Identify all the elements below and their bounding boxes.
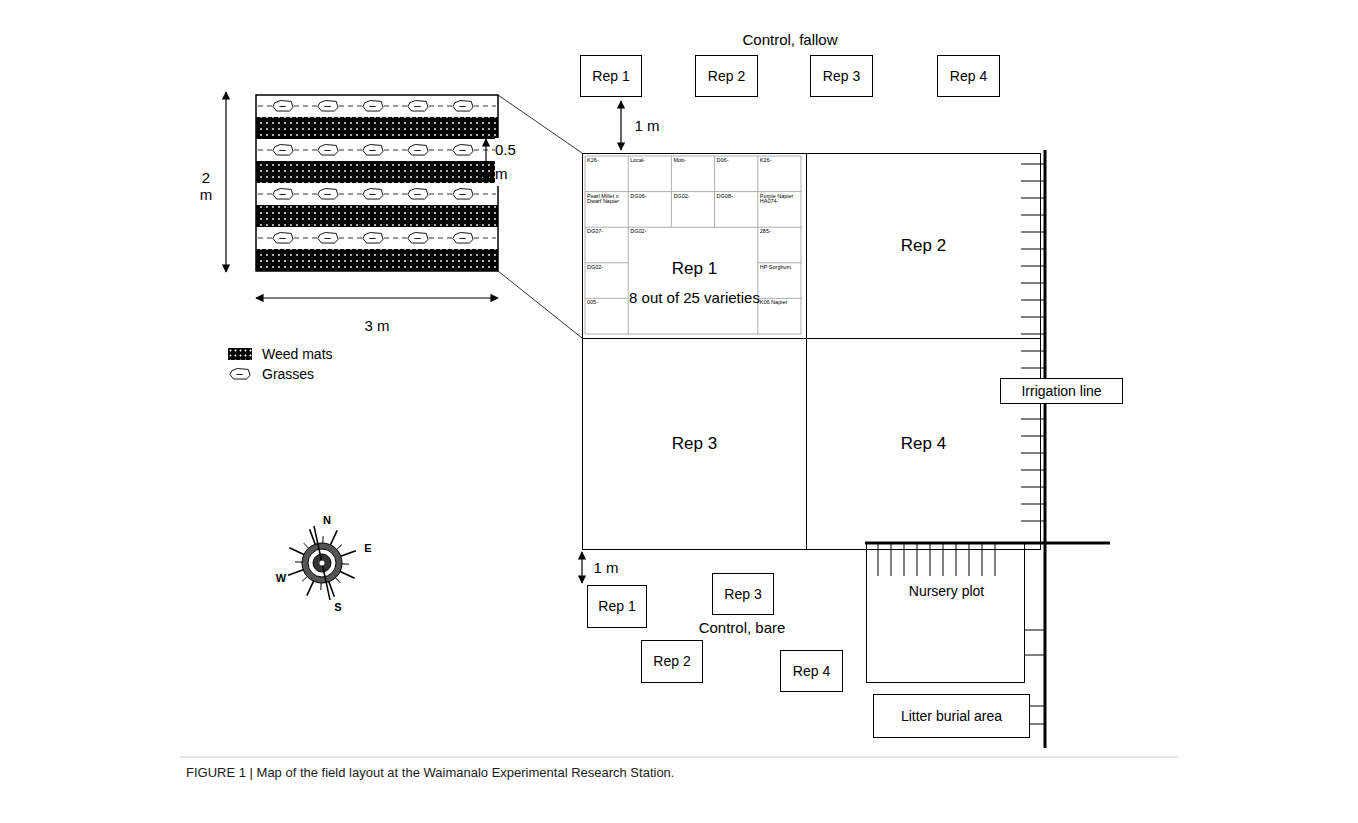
dimension-label: 2 m: [199, 170, 213, 203]
dimension-arrow: [485, 139, 486, 183]
compass-letter: N: [323, 514, 331, 526]
text-holder: Rep 1: [581, 56, 641, 96]
rep-label: Irrigation line: [1021, 383, 1101, 399]
legend-row: Grasses: [228, 366, 314, 382]
plot-box: Rep 3: [712, 573, 774, 615]
zoom-line: [498, 271, 582, 338]
dimension-label: 1 m: [593, 560, 618, 577]
variety-name: Pearl Millet x Dwarf Napier: [587, 194, 626, 206]
variety-name: DG02-: [587, 265, 626, 271]
variety-name: DG08-: [717, 194, 756, 200]
rep-label: Rep 4: [901, 434, 946, 454]
rep-label: Rep 3: [672, 434, 717, 454]
compass-letter: S: [334, 601, 341, 613]
rep-quadrant: Rep 1 8 out of 25 varieties: [582, 153, 807, 339]
text-holder: Rep 2: [696, 56, 757, 96]
text-holder: Litter burial area: [874, 695, 1029, 737]
dimension-label: 1 m: [634, 118, 659, 135]
legend-swatch: [228, 348, 252, 360]
text-holder: Rep 4: [938, 56, 999, 96]
rep-label: Litter burial area: [901, 708, 1002, 724]
legend-row: Weed mats: [228, 346, 333, 362]
text-holder: Rep 3: [713, 574, 773, 614]
note-text: 8 out of 25 varieties: [629, 289, 760, 306]
plot-box: Rep 4: [937, 55, 1000, 97]
dimension-arrow: [620, 101, 621, 150]
text-holder: Rep 1: [588, 586, 646, 627]
variety-grid: [585, 156, 801, 334]
variety-name: DG06-: [630, 194, 669, 200]
rep-quadrant: Rep 3: [582, 338, 807, 550]
legend-text: Weed mats: [262, 346, 333, 362]
variety-name: D06-: [717, 158, 756, 164]
dimension-arrow: [225, 92, 226, 272]
rep-label: Rep 4: [793, 663, 830, 679]
compass-rose: [288, 526, 356, 600]
plot-box: Rep 4: [780, 650, 843, 692]
variety-name: Mott-: [673, 158, 712, 164]
plot-box: Irrigation line: [1000, 378, 1123, 404]
rep-label: Rep 1: [592, 68, 629, 84]
variety-name: HP Sorghum: [760, 265, 799, 271]
plot-box: Rep 2: [641, 640, 703, 683]
variety-name: K26-: [587, 158, 626, 164]
plot-box: Rep 2: [695, 55, 758, 97]
variety-name: 285-: [760, 229, 799, 235]
text-holder: Rep 1 8 out of 25 varieties: [628, 231, 762, 334]
plot-box: Litter burial area: [873, 694, 1030, 738]
rep-label: Rep 1: [672, 259, 717, 279]
variety-name: K06 Napier: [760, 300, 799, 306]
compass-letter: E: [364, 542, 371, 554]
irrigation-pipes: [865, 150, 1110, 748]
rep-quadrant: Rep 4: [806, 338, 1041, 550]
text-holder: Rep 4: [807, 339, 1040, 549]
variety-name: DG07-: [587, 229, 626, 235]
rep-label: Rep 2: [653, 653, 690, 669]
rep-quadrant: Rep 2: [806, 153, 1041, 339]
text-holder: Rep 2: [807, 154, 1040, 338]
group-title: Control, bare: [699, 620, 786, 637]
rep-label: Nursery plot: [909, 583, 984, 599]
variety-name: K26-: [760, 158, 799, 164]
dimension-arrow: [256, 297, 498, 298]
caption-rule: [180, 757, 1178, 758]
compass-letter: W: [276, 572, 286, 584]
plot-box: Nursery plot: [866, 543, 1025, 683]
text-holder: Rep 3: [811, 56, 872, 96]
text-holder: Rep 4: [781, 651, 842, 691]
text-holder: Irrigation line: [1001, 379, 1122, 403]
rep-label: Rep 4: [950, 68, 987, 84]
group-title: Control, fallow: [742, 32, 837, 49]
variety-name: Local-: [630, 158, 669, 164]
plot-inset: [256, 95, 498, 271]
rep-label: Rep 3: [823, 68, 860, 84]
rep-label: Rep 2: [901, 236, 946, 256]
dimension-arrow: [581, 552, 582, 583]
plot-box: Rep 3: [810, 55, 873, 97]
variety-name: DG02-: [630, 229, 669, 235]
text-holder: Rep 2: [642, 641, 702, 682]
text-holder: Nursery plot: [867, 580, 1026, 602]
dimension-label: 0.5 m: [495, 138, 521, 186]
rep-label: Rep 3: [724, 586, 761, 602]
legend-symbol: [228, 367, 252, 381]
dimension-label: 3 m: [364, 318, 389, 335]
figure-caption: FIGURE 1 | Map of the field layout at th…: [186, 766, 674, 780]
legend-text: Grasses: [262, 366, 314, 382]
variety-name: 005-: [587, 300, 626, 306]
plot-box: Rep 1: [587, 585, 647, 628]
plot-box: Rep 1: [580, 55, 642, 97]
variety-name: DG02-: [673, 194, 712, 200]
rep-label: Rep 1: [598, 598, 635, 614]
variety-name: Purple Napier HA074-: [760, 194, 799, 206]
text-holder: Rep 3: [583, 339, 806, 549]
rep-label: Rep 2: [708, 68, 745, 84]
